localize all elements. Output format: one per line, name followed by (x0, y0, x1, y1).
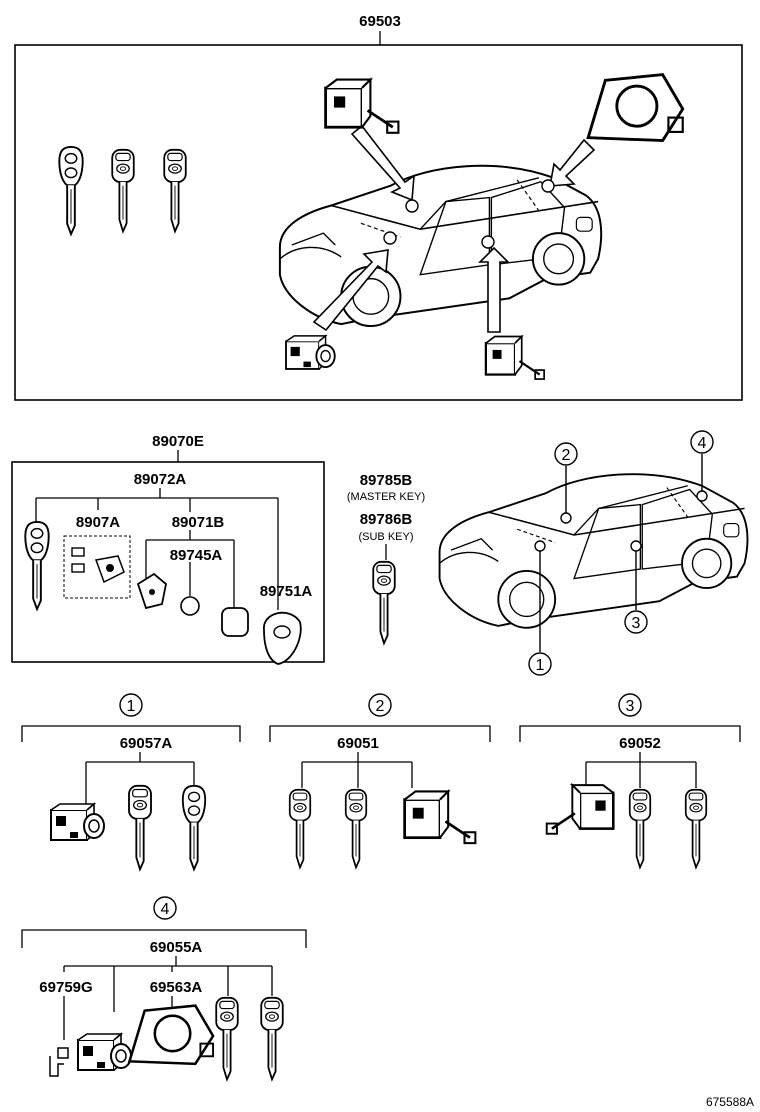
kit-2-trunk-lock (403, 789, 477, 845)
location-callout-2: 2 (562, 447, 571, 464)
kit-2-key-1 (288, 788, 312, 869)
transmitter-key-blank (24, 520, 50, 611)
transmitter-housing (263, 611, 302, 665)
kit-3-marker-circle (618, 693, 642, 717)
kit-3-key-2 (684, 788, 708, 869)
master-key-part-number: 89785B (360, 472, 413, 489)
kit-4-clip (49, 1047, 69, 1077)
kit-4-sub-part-1: 69759G (39, 979, 92, 996)
transmitter-child-1: 8907A (76, 514, 120, 531)
kit-4-bracket-part (128, 1004, 215, 1066)
transmitter-frame (11, 461, 325, 663)
loose-key (372, 560, 396, 645)
kit-2-key-2 (344, 788, 368, 869)
kit-2-marker: 2 (376, 698, 385, 715)
kit-4-tree (63, 956, 273, 1040)
top-fuel-lid-lock-part (586, 72, 685, 143)
transmitter-child-2: 89071B (172, 514, 225, 531)
kit-4-sub-part-2: 69563A (150, 979, 203, 996)
transmitter-case (136, 572, 167, 610)
kit-1-remote-key (181, 784, 207, 871)
top-assembly-part-number: 69503 (359, 13, 401, 30)
kit-4-key-1 (215, 996, 239, 1081)
transmitter-child-4: 89751A (260, 583, 313, 600)
kit-3-marker: 3 (626, 698, 635, 715)
top-key-set (58, 145, 187, 236)
kit-1-tree (85, 752, 195, 804)
top-callout-arrows (312, 124, 596, 333)
sub-key-part-number: 89786B (360, 511, 413, 528)
kit-2-marker-circle (368, 693, 392, 717)
kit-1-marker-circle (119, 693, 143, 717)
transmitter-battery (180, 596, 200, 616)
location-callout-1: 1 (536, 657, 545, 674)
location-callout-3: 3 (632, 615, 641, 632)
kit-4-part-number: 69055A (150, 939, 203, 956)
kit-1-part-number: 69057A (120, 735, 173, 752)
kit-2-bracket (269, 725, 491, 742)
top-trunk-lock-part (324, 78, 400, 135)
kit-3-key-1 (628, 788, 652, 869)
kit-2-tree (301, 752, 413, 788)
top-assembly-frame (14, 44, 743, 401)
kit-4-bracket (21, 929, 307, 948)
top-key-2 (111, 148, 135, 233)
master-key-note: (MASTER KEY) (347, 491, 425, 503)
top-ignition-cylinder (284, 334, 336, 370)
kit-4-marker-circle (153, 896, 177, 920)
kit-3-door-lock (545, 783, 615, 836)
kit-4-fuel-lid-cylinder (76, 1032, 133, 1072)
transmitter-child-3: 89745A (170, 547, 223, 564)
kit-1-key (127, 784, 153, 871)
kit-1-ignition-cylinder (50, 803, 105, 841)
sub-key-note: (SUB KEY) (358, 531, 413, 543)
kit-3-part-number: 69052 (619, 735, 661, 752)
kit-4-marker: 4 (161, 901, 170, 918)
transmitter-cover (221, 607, 249, 637)
kit-4-key-2 (260, 996, 284, 1081)
kit-1-bracket (21, 725, 241, 742)
top-key-3 (163, 148, 187, 233)
kit-2-part-number: 69051 (337, 735, 379, 752)
transmitter-part-number: 89070E (152, 433, 204, 450)
top-door-lock-cylinder (484, 335, 546, 381)
top-remote-key (58, 145, 84, 236)
kit-3-bracket (519, 725, 741, 742)
transmitter-sub-part-number: 89072A (134, 471, 187, 488)
location-callouts (528, 430, 714, 676)
transmitter-inner-parts (63, 535, 131, 599)
transmitter-tree-lines (35, 488, 279, 610)
catalog-number: 675588A (706, 1095, 754, 1109)
kit-1-marker: 1 (127, 698, 136, 715)
location-callout-4: 4 (698, 435, 707, 452)
